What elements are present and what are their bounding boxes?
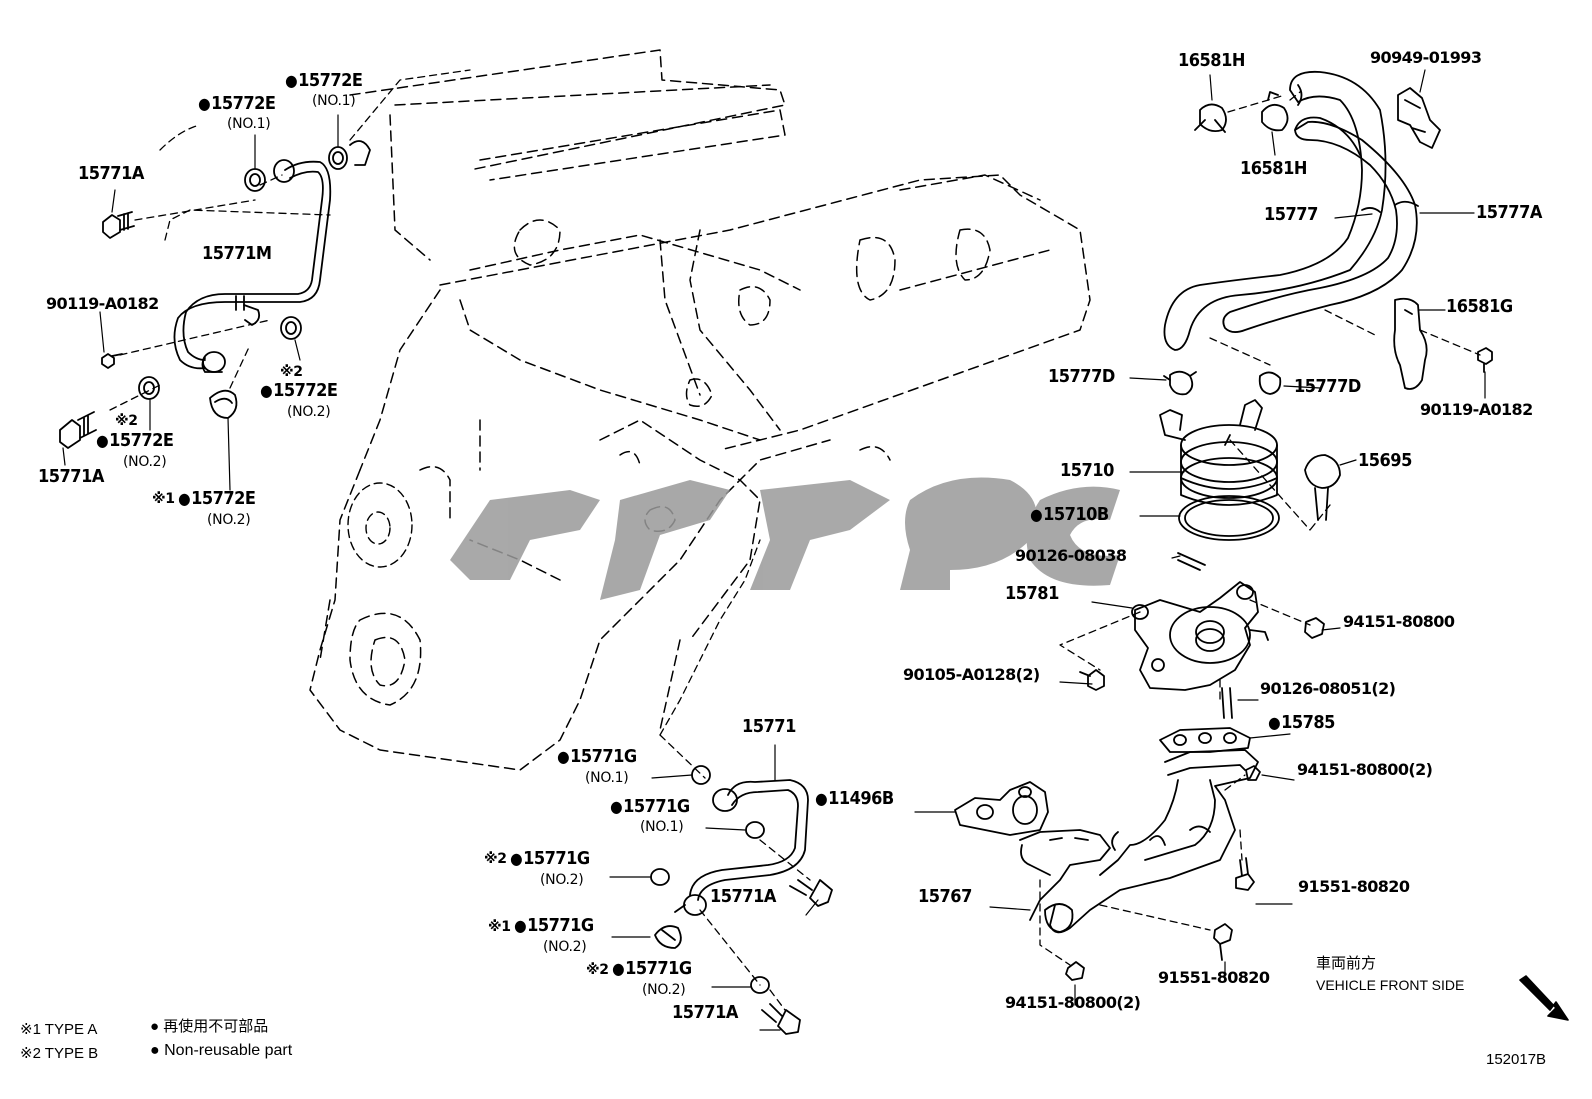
mark-type-a-1: ※1 [152, 491, 175, 507]
bracket-16581G [1393, 297, 1493, 390]
label-90119-right: 90119-A0182 [1420, 400, 1533, 419]
leaders-upper-left [109, 69, 471, 411]
label-15771G-4: 15771G [514, 917, 594, 935]
label-15767: 15767 [918, 886, 972, 907]
stud-90126-08038 [1177, 552, 1206, 571]
vehicle-front-arrow-icon [1515, 975, 1569, 1021]
gasket-15785 [1159, 727, 1251, 753]
label-15772E-no2-c: 15772E [178, 490, 256, 508]
bolts-91551 [1065, 765, 1261, 981]
label-16581G: 16581G [1446, 296, 1513, 317]
diagram-id: 152017B [1486, 1051, 1547, 1068]
bracket-leaders [1059, 599, 1311, 701]
label-90949: 90949-01993 [1370, 48, 1482, 67]
label-15777A: 15777A [1476, 202, 1542, 223]
label-15777: 15777 [1264, 204, 1318, 225]
legend-nonreuse-jp: ● 再使用不可部品 [150, 1018, 269, 1035]
mark-type-b-1: ※2 [280, 364, 303, 380]
label-leaders-lower [609, 744, 819, 1031]
vehicle-front-jp: 車両前方 [1316, 955, 1377, 972]
washers-upper-left [138, 140, 371, 419]
mark-type-b-3: ※2 [484, 851, 507, 867]
label-15771G-2-sub: (NO.1) [640, 819, 684, 835]
label-15772E-top: 15772E [285, 72, 363, 90]
clips-upper-right [1194, 87, 1441, 149]
label-15772E-top-sub: (NO.1) [312, 93, 356, 109]
label-15771A-bot2: 15771A [672, 1002, 738, 1023]
label-15771: 15771 [742, 716, 796, 737]
bolt-15695 [1304, 454, 1341, 521]
label-90119-left: 90119-A0182 [46, 294, 159, 313]
label-15777D-right: 15777D [1294, 376, 1361, 397]
label-15772E-mid-sub: (NO.1) [227, 116, 271, 132]
label-15771G-5: 15771G [612, 960, 692, 978]
bolts-upper-left [59, 211, 135, 449]
label-94151-right: 94151-80800 [1343, 612, 1455, 631]
oil-cooler-15710 [1159, 399, 1280, 541]
label-15771G-1: 15771G [557, 748, 637, 766]
label-15710: 15710 [1060, 460, 1114, 481]
label-94151-2: 94151-80800(2) [1297, 760, 1433, 779]
fasteners-bracket [1079, 617, 1325, 719]
label-90105: 90105-A0128(2) [903, 665, 1040, 684]
leader-91551-dash [1239, 829, 1243, 861]
vehicle-front-en: VEHICLE FRONT SIDE [1316, 977, 1465, 993]
label-15772E-no2-b-sub: (NO.2) [123, 454, 167, 470]
label-15771G-3-sub: (NO.2) [540, 872, 584, 888]
label-15785: 15785 [1268, 714, 1335, 732]
label-94151-bot: 94151-80800(2) [1005, 993, 1141, 1012]
engine-pulley [347, 482, 413, 568]
leaders-bracket [1209, 309, 1481, 366]
label-16581H-mid: 16581H [1240, 158, 1307, 179]
label-15771G-5-sub: (NO.2) [642, 982, 686, 998]
label-15772E-no2-a-sub: (NO.2) [287, 404, 331, 420]
legend-type-a: ※1 TYPE A [20, 1021, 98, 1038]
label-15771M: 15771M [202, 243, 272, 264]
leaders-lower [659, 539, 811, 1011]
label-15772E-no2-a: 15772E [260, 382, 338, 400]
engine-outline [309, 49, 1091, 771]
label-15695: 15695 [1358, 450, 1412, 471]
label-91551-b: 91551-80820 [1158, 968, 1270, 987]
label-leaders-right-top [1209, 69, 1475, 219]
label-15771G-3: 15771G [510, 850, 590, 868]
pipe-15771M [173, 159, 332, 373]
label-15772E-no2-b: 15772E [96, 432, 174, 450]
label-91551-a: 91551-80820 [1298, 877, 1410, 896]
legend-type-b: ※2 TYPE B [20, 1045, 99, 1062]
label-90126-08051: 90126-08051(2) [1260, 679, 1396, 698]
watermark-logo [450, 477, 1120, 600]
legend-nonreuse-en: ● Non-reusable part [150, 1042, 293, 1059]
label-16581H-top: 16581H [1178, 50, 1245, 71]
leaders-clips [1227, 91, 1301, 113]
gasket-11496B [954, 781, 1049, 836]
mark-type-a-2: ※1 [488, 919, 511, 935]
label-15772E-mid: 15772E [198, 95, 276, 113]
label-15772E-no2-c-sub: (NO.2) [207, 512, 251, 528]
label-11496B: 11496B [815, 790, 894, 808]
hoses-upper-right [1163, 70, 1419, 351]
bolts-lower [761, 879, 833, 1035]
mark-type-b-4: ※2 [586, 962, 609, 978]
label-15710B: 15710B [1030, 506, 1109, 524]
label-15771A-left: 15771A [38, 466, 104, 487]
label-15771G-4-sub: (NO.2) [543, 939, 587, 955]
label-leaders-left [62, 114, 339, 491]
label-15771G-1-sub: (NO.1) [585, 770, 629, 786]
pipe-15767-leaders [1039, 774, 1246, 966]
pipe-15771 [674, 779, 809, 916]
clamps-15777D [1163, 370, 1282, 396]
bracket-15781 [1131, 581, 1269, 691]
label-15777D-left: 15777D [1048, 366, 1115, 387]
pipe-15767 [1019, 749, 1259, 934]
label-15781: 15781 [1005, 583, 1059, 604]
label-15771A-bot1: 15771A [710, 886, 776, 907]
label-15771A-top: 15771A [78, 163, 144, 184]
label-90126-08038: 90126-08038 [1015, 546, 1127, 565]
label-15771G-2: 15771G [610, 798, 690, 816]
mark-type-b-2: ※2 [115, 413, 138, 429]
